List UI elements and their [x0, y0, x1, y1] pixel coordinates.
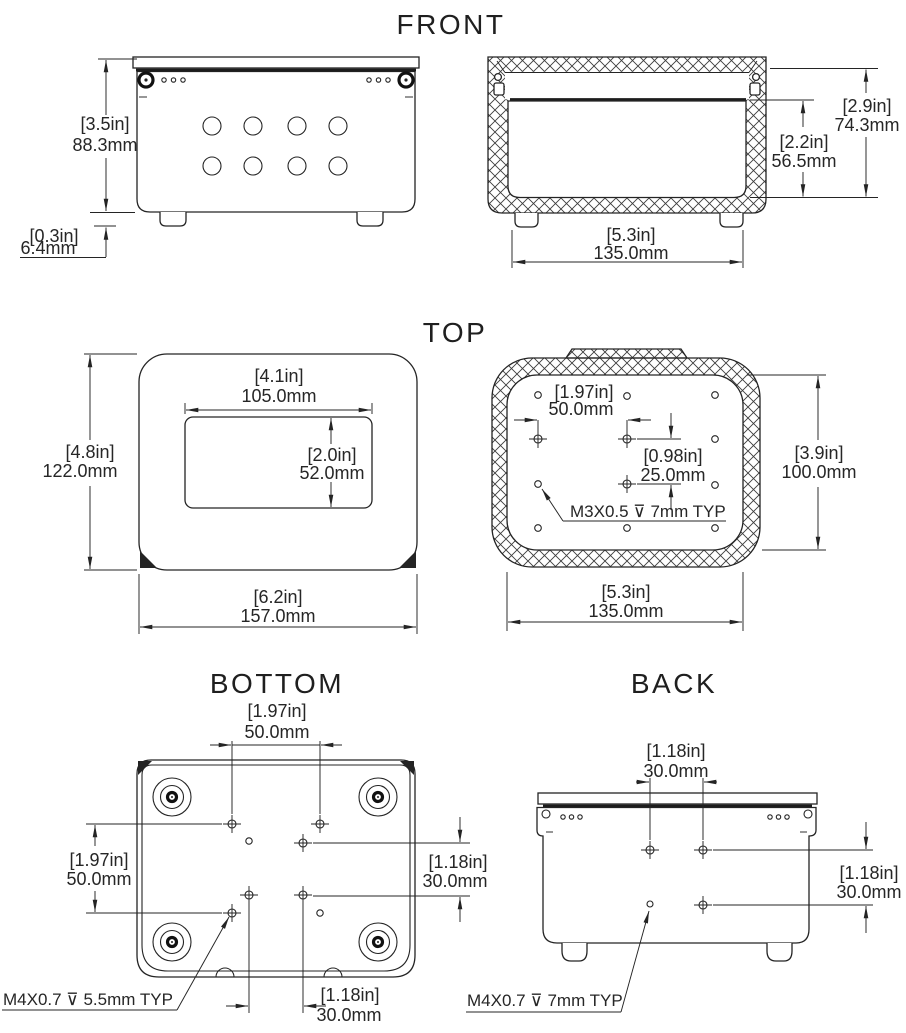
- dim-bottom-pitch-top-mm: 50.0mm: [244, 722, 309, 742]
- foot-right: [766, 943, 793, 962]
- pilot-hole: [245, 837, 253, 845]
- dim-back-pitch-top-in: [1.18in]: [646, 741, 705, 761]
- dim-top-section-pitch-y-in: [0.98in]: [643, 446, 702, 466]
- dim-bottom-pitch-right-in: [1.18in]: [428, 852, 487, 872]
- knockout-holes: [202, 116, 348, 176]
- thread-hole: [646, 900, 654, 908]
- mount-holes-crosshair: [641, 841, 712, 914]
- thread-note-top-section: M3X0.5 ⊽ 7mm TYP: [570, 502, 726, 521]
- dim-front-cavity-height-in: [2.2in]: [779, 132, 828, 152]
- dim-front-foot-height-in: [0.3in]: [29, 226, 78, 246]
- dim-front-overall-height-mm: 74.3mm: [834, 115, 899, 135]
- dim-top-section-pitch-x-in: [1.97in]: [554, 382, 613, 402]
- view-title-top: TOP: [423, 317, 488, 348]
- foot-right-section: [719, 213, 744, 228]
- lid-latch-right: [751, 72, 761, 82]
- back-view: [1.18in] 30.0mm [1.18in] 30.0mm M4X0.7 ⊽…: [466, 741, 902, 1013]
- boss-holes: [534, 391, 719, 532]
- dim-top-section-width-mm: 135.0mm: [588, 601, 663, 621]
- lid-tab: [564, 348, 689, 359]
- thread-note-bottom: M4X0.7 ⊽ 5.5mm TYP: [3, 990, 173, 1009]
- dim-top-section-pitch-x-mm: 50.0mm: [548, 399, 613, 419]
- mount-holes-crosshair: [223, 815, 329, 922]
- top-section-view: [1.97in] 50.0mm [0.98in] 25.0mm [3.9in] …: [491, 348, 857, 631]
- dim-bottom-pitch-top-in: [1.97in]: [247, 701, 306, 721]
- vent-holes-left: [560, 814, 583, 820]
- vent-holes-left: [161, 77, 186, 83]
- dim-back-pitch-top-mm: 30.0mm: [643, 761, 708, 781]
- dim-top-cutout-height-mm: 52.0mm: [299, 463, 364, 483]
- dim-back-pitch-right-in: [1.18in]: [839, 863, 898, 883]
- dim-top-outer-width-in: [6.2in]: [253, 587, 302, 607]
- section-cavity: [507, 100, 747, 199]
- dim-top-cutout-height-in: [2.0in]: [307, 445, 356, 465]
- section-interior: [506, 374, 744, 551]
- dim-front-cavity-height-mm: 56.5mm: [771, 151, 836, 171]
- lid-screw-left: [137, 71, 155, 89]
- foot-left-section: [514, 213, 539, 228]
- mount-holes-crosshair: [529, 430, 636, 493]
- lid-screw-right: [803, 809, 813, 819]
- bottom-view: [1.97in] 50.0mm [1.97in] 50.0mm [1.18in]…: [2, 701, 488, 1025]
- lid-screw-left: [541, 809, 551, 819]
- dim-top-section-inner-height-in: [3.9in]: [794, 443, 843, 463]
- dim-bottom-pitch-right-mm: 30.0mm: [422, 871, 487, 891]
- view-title-bottom: BOTTOM: [210, 668, 344, 699]
- thread-note-back: M4X0.7 ⊽ 7mm TYP: [467, 991, 623, 1010]
- foot-left: [159, 212, 187, 227]
- view-title-back: BACK: [631, 668, 717, 699]
- dim-bottom-pitch-left-in: [1.97in]: [69, 850, 128, 870]
- dim-back-pitch-right-mm: 30.0mm: [836, 882, 901, 902]
- dim-bottom-pitch-bottom-in: [1.18in]: [320, 985, 379, 1005]
- view-title-front: FRONT: [397, 9, 506, 40]
- dim-bottom-pitch-left-mm: 50.0mm: [66, 869, 131, 889]
- vent-holes-right: [366, 77, 391, 83]
- pilot-hole: [316, 909, 324, 917]
- dim-front-base-width-mm: 135.0mm: [593, 243, 668, 263]
- lid-latch-left: [493, 72, 503, 82]
- dim-top-section-pitch-y-mm: 25.0mm: [640, 465, 705, 485]
- dim-top-outer-height-in: [4.8in]: [65, 442, 114, 462]
- dim-top-outer-width-mm: 157.0mm: [240, 606, 315, 626]
- dim-bottom-pitch-bottom-mm: 30.0mm: [316, 1005, 381, 1025]
- dim-front-body-height-in: [3.5in]: [80, 114, 129, 134]
- dim-top-cutout-width-mm: 105.0mm: [241, 386, 316, 406]
- front-view: [3.5in] 88.3mm [0.3in] 6.4mm: [20, 56, 420, 258]
- dim-top-cutout-width-in: [4.1in]: [254, 366, 303, 386]
- foot-pads: [152, 777, 398, 962]
- top-view: [4.1in] 105.0mm [2.0in] 52.0mm [4.8in] 1…: [42, 353, 418, 634]
- foot-left: [561, 943, 588, 962]
- dim-front-base-width-in: [5.3in]: [606, 225, 655, 245]
- foot-right: [356, 212, 384, 227]
- dim-front-body-height-mm: 88.3mm: [72, 135, 137, 155]
- dim-top-section-width-in: [5.3in]: [601, 582, 650, 602]
- dim-front-foot-height-mm: 6.4mm: [20, 238, 75, 258]
- vent-holes-right: [767, 814, 790, 820]
- dim-front-overall-height-in: [2.9in]: [842, 96, 891, 116]
- top-cutout: [184, 416, 373, 509]
- dim-top-section-inner-height-mm: 100.0mm: [781, 462, 856, 482]
- dim-top-outer-height-mm: 122.0mm: [42, 461, 117, 481]
- front-section-view: [2.9in] 74.3mm [2.2in] 56.5mm [5.3in] 13…: [487, 56, 900, 268]
- lid-screw-right: [397, 71, 415, 89]
